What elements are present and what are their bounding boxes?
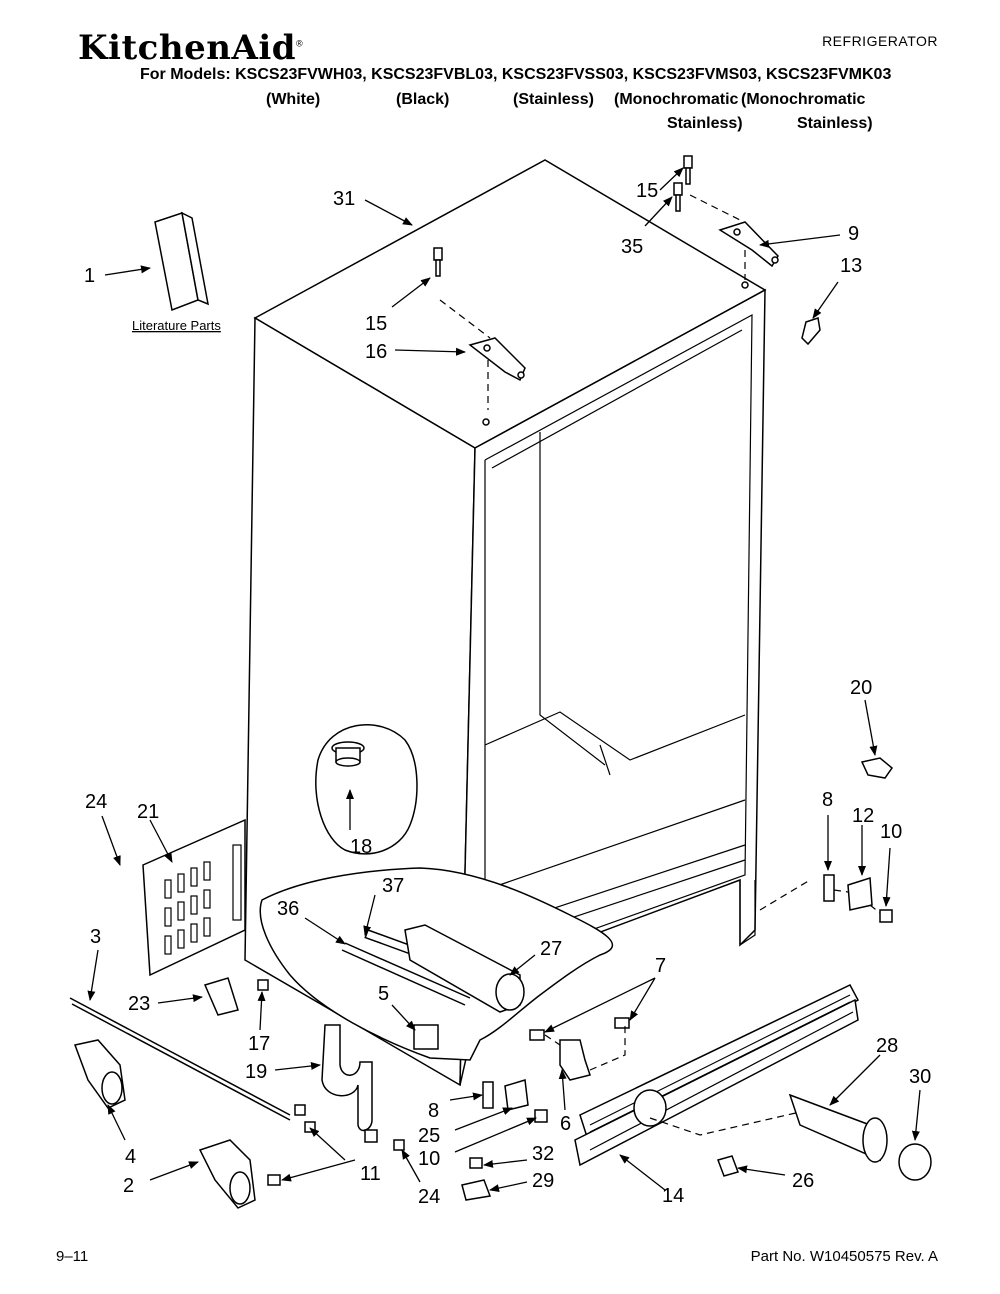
callout-32: 32 (532, 1143, 554, 1165)
callout-12: 12 (852, 805, 874, 827)
page-number: 9–11 (56, 1248, 89, 1265)
brand-name: KitchenAid (78, 28, 297, 68)
callout-2: 2 (123, 1175, 134, 1197)
callout-10-lower: 10 (418, 1148, 440, 1170)
callout-35: 35 (621, 236, 643, 258)
callout-19: 19 (245, 1061, 267, 1083)
callout-1: 1 (84, 265, 95, 287)
callout-15-left: 15 (365, 313, 387, 335)
variant-black: (Black) (396, 91, 450, 108)
callout-27: 27 (540, 938, 562, 960)
callout-25: 25 (418, 1125, 440, 1147)
callout-30: 30 (909, 1066, 931, 1088)
cutaway-upper (315, 723, 418, 855)
callout-31: 31 (333, 188, 355, 210)
variant-monochromatic-2-line2: Stainless) (797, 115, 873, 132)
models-line: For Models: KSCS23FVWH03, KSCS23FVBL03, … (140, 66, 892, 83)
callout-14: 14 (662, 1185, 684, 1207)
callout-18: 18 (350, 836, 372, 858)
callout-16: 16 (365, 341, 387, 363)
callout-11: 11 (360, 1163, 381, 1185)
literature-parts-label: Literature Parts (132, 318, 221, 333)
callout-15-top: 15 (636, 180, 658, 202)
callout-numbers: 1 2 3 4 5 6 7 8 8 9 10 10 11 12 13 14 15… (84, 180, 931, 1208)
callout-20: 20 (850, 677, 872, 699)
brand-logo: KitchenAid® (78, 28, 303, 68)
callout-3: 3 (90, 926, 101, 948)
right-side-hardware (759, 757, 894, 923)
registered-mark: ® (296, 38, 304, 49)
callout-37: 37 (382, 875, 404, 897)
top-hinge-right (673, 155, 821, 346)
callout-8-lower: 8 (428, 1100, 439, 1122)
callout-7: 7 (655, 955, 666, 977)
callout-24-upper: 24 (85, 791, 107, 813)
variant-stainless: (Stainless) (513, 91, 594, 108)
callout-29: 29 (532, 1170, 554, 1192)
callout-6: 6 (560, 1113, 571, 1135)
callout-4: 4 (125, 1146, 136, 1168)
callout-24-lower: 24 (418, 1186, 440, 1208)
callout-9: 9 (848, 223, 859, 245)
callout-26: 26 (792, 1170, 814, 1192)
leader-lines (87, 167, 921, 1193)
variant-monochromatic-2: (Monochromatic (741, 91, 866, 108)
callout-17: 17 (248, 1033, 270, 1055)
category-label: REFRIGERATOR (822, 33, 938, 49)
lower-center-hardware (461, 1017, 630, 1201)
variant-monochromatic-1-line2: Stainless) (667, 115, 743, 132)
part-number: Part No. W10450575 Rev. A (750, 1248, 938, 1265)
top-hinge-left (433, 247, 526, 426)
lower-left-hardware (69, 977, 405, 1209)
rear-access-panel (142, 818, 246, 977)
variant-white: (White) (266, 91, 321, 108)
callout-8-right: 8 (822, 789, 833, 811)
callout-13: 13 (840, 255, 862, 277)
callout-28: 28 (876, 1035, 898, 1057)
literature-part: Literature Parts (132, 211, 221, 333)
callout-21: 21 (137, 801, 159, 823)
variant-monochromatic-1: (Monochromatic (614, 91, 739, 108)
callout-10-right: 10 (880, 821, 902, 843)
callout-23: 23 (128, 993, 150, 1015)
toe-grille-filter (574, 984, 932, 1181)
callout-5: 5 (378, 983, 389, 1005)
callout-36: 36 (277, 898, 299, 920)
